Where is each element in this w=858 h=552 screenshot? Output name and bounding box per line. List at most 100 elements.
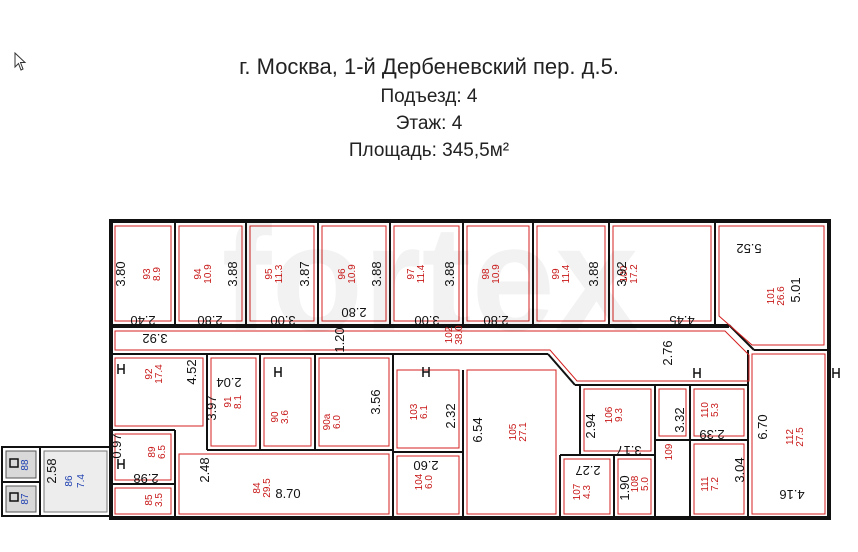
stair-cells [5, 450, 108, 513]
room-label: 94 [193, 268, 204, 280]
svg-text:106: 106 [604, 406, 615, 423]
svg-text:3.6: 3.6 [280, 410, 291, 424]
dimension: 2.48 [197, 457, 212, 482]
watermark: fortex [222, 194, 639, 362]
entrance-label: Подъезд: 4 [380, 86, 478, 107]
room-label: 93 [142, 268, 153, 280]
svg-text:38.0: 38.0 [454, 325, 465, 345]
svg-text:107: 107 [572, 483, 583, 500]
room-area: 3.6 [280, 410, 291, 424]
dimension-labels: 3.80 3.88 3.87 3.88 3.88 3.88 3.92 5.52 … [44, 241, 805, 502]
dimension: 2.58 [44, 458, 59, 483]
dimension: 2.80 [483, 313, 508, 328]
room-label: 103 [409, 403, 420, 420]
room-area: 11.3 [274, 264, 285, 283]
svg-text:90a: 90a [322, 413, 333, 430]
room-label: 99 [551, 268, 562, 280]
room-area: 5.0 [640, 477, 651, 491]
dimension: 3.88 [586, 261, 601, 286]
room-label: 84 [252, 482, 263, 494]
svg-text:27.1: 27.1 [518, 422, 529, 442]
dimension: 5.52 [736, 241, 761, 256]
svg-text:9.3: 9.3 [614, 408, 625, 422]
room-area: 8.9 [152, 267, 163, 281]
dimension: 3.04 [732, 457, 747, 482]
room-label: 101 [766, 287, 777, 304]
dimension: 3.88 [225, 261, 240, 286]
svg-text:11.4: 11.4 [561, 264, 572, 283]
address-title: г. Москва, 1-й Дербеневский пер. д.5. [239, 54, 619, 79]
stair-labels: 86 7.4 88 87 [20, 459, 87, 505]
room-label: 98 [481, 268, 492, 280]
dimension: 2.32 [443, 403, 458, 428]
dimension: 1.90 [617, 475, 632, 500]
svg-text:108: 108 [630, 475, 641, 492]
svg-text:94: 94 [193, 268, 204, 280]
dimension: 2.60 [413, 458, 438, 473]
room-label: 17.4 [154, 364, 165, 384]
svg-text:100: 100 [619, 265, 630, 282]
svg-text:102: 102 [444, 326, 455, 343]
room-label: 111 [700, 476, 711, 492]
svg-text:27.5: 27.5 [795, 427, 806, 447]
room-area: 6.0 [424, 475, 435, 489]
room-area: 29.5 [262, 478, 273, 498]
svg-text:8.1: 8.1 [233, 395, 244, 409]
room-area: 27.1 [518, 422, 529, 442]
svg-text:6.1: 6.1 [419, 405, 430, 419]
dimension: 4.45 [669, 313, 694, 328]
dimension: 8.70 [275, 486, 300, 501]
room-label: 105 [508, 423, 519, 440]
dimension: 2.98 [133, 471, 158, 486]
room-label: 86 [64, 475, 75, 487]
room-area: 8.1 [233, 395, 244, 409]
room-outlines [114, 225, 826, 515]
dimension: 2.39 [699, 427, 724, 442]
dimension: 3.80 [113, 261, 128, 286]
svg-text:112: 112 [785, 429, 796, 445]
room-label: 109 [664, 443, 675, 460]
dimension: 3.88 [369, 261, 384, 286]
room-label: 112 [785, 429, 796, 445]
mouse-cursor-icon [14, 52, 27, 71]
room-label: 102 [444, 326, 455, 343]
svg-text:98: 98 [481, 268, 492, 280]
svg-text:6.0: 6.0 [332, 415, 343, 429]
dimension: 2.80 [197, 313, 222, 328]
svg-text:11.4: 11.4 [416, 264, 427, 283]
room-label: 87 [20, 493, 31, 505]
room-area: 4.3 [582, 485, 593, 499]
room-label: 90 [270, 411, 281, 423]
svg-text:29.5: 29.5 [262, 478, 273, 498]
room-label: 100 [619, 265, 630, 282]
svg-text:92: 92 [144, 368, 155, 380]
svg-text:91: 91 [223, 396, 234, 408]
room-area: 7.4 [76, 474, 87, 488]
floor-label: Этаж: 4 [395, 113, 463, 134]
room-label: 89 [147, 446, 158, 458]
svg-text:110: 110 [700, 402, 711, 418]
room-area: 7.2 [710, 477, 721, 491]
room-label: 90a [322, 413, 333, 430]
room-area: 6.1 [419, 405, 430, 419]
svg-text:88: 88 [20, 459, 31, 471]
svg-text:10.9: 10.9 [491, 264, 502, 284]
svg-text:4.3: 4.3 [582, 485, 593, 499]
svg-text:101: 101 [766, 287, 777, 304]
svg-text:17.4: 17.4 [154, 364, 165, 384]
svg-text:93: 93 [142, 268, 153, 280]
dimension: 2.76 [660, 340, 675, 365]
dimension: 3.00 [270, 313, 295, 328]
dimension: 3.88 [442, 261, 457, 286]
room-label: 106 [604, 406, 615, 423]
room-label: 110 [700, 402, 711, 418]
svg-text:87: 87 [20, 493, 31, 505]
dimension: 5.01 [788, 277, 803, 302]
room-label: 96 [337, 268, 348, 280]
svg-text:89: 89 [147, 446, 158, 458]
room-label: 108 [630, 475, 641, 492]
room-area: 10.9 [203, 264, 214, 284]
dimension: 3.87 [297, 261, 312, 286]
dimension: 2.80 [341, 305, 366, 320]
